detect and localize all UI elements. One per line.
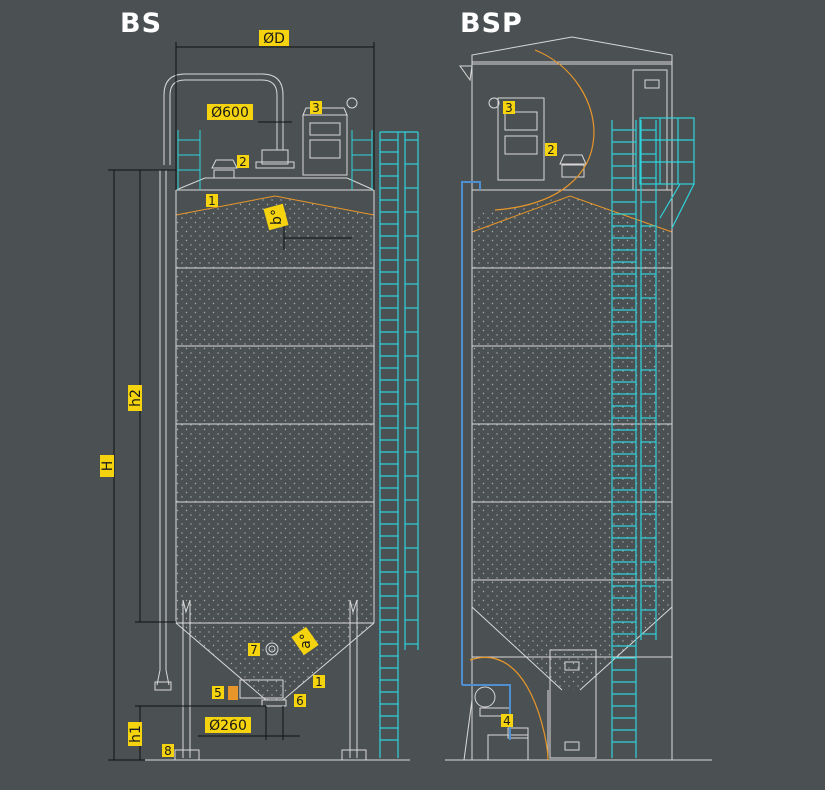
bsp-hose bbox=[469, 49, 595, 761]
detail-icons bbox=[228, 97, 500, 700]
label-cone-angle: a° bbox=[298, 633, 314, 649]
bsp-ladder-rungs bbox=[612, 129, 656, 743]
label-total-height: H bbox=[100, 461, 116, 472]
callout-bs-1: 1 bbox=[208, 194, 216, 208]
callout-bsp-3: 3 bbox=[505, 101, 513, 115]
bs-ladder-rungs bbox=[380, 139, 418, 741]
callout-bsp-2: 2 bbox=[547, 143, 555, 157]
bs-dimensions bbox=[108, 42, 375, 761]
bs-ladder bbox=[379, 131, 419, 758]
label-h1: h1 bbox=[128, 725, 144, 743]
callout-bs-5: 5 bbox=[214, 686, 222, 700]
label-h2: h2 bbox=[128, 389, 144, 407]
label-outlet: Ø260 bbox=[209, 718, 247, 734]
callout-bs-2: 2 bbox=[239, 155, 247, 169]
callout-bs-7: 7 bbox=[250, 643, 258, 657]
callout-bs-1b: 1 bbox=[315, 675, 323, 689]
level-sensor-icon bbox=[228, 686, 238, 700]
label-diameter: ØD bbox=[263, 31, 285, 47]
title-bsp: BSP bbox=[460, 8, 523, 39]
inspection-port-icon bbox=[265, 642, 279, 656]
label-roof-angle: b° bbox=[269, 209, 285, 225]
label-top-opening: Ø600 bbox=[211, 105, 249, 121]
callout-bsp-4: 4 bbox=[503, 714, 511, 728]
labels: ØD Ø600 Ø260 H h2 h1 b° a° 1 bbox=[100, 30, 557, 758]
title-bs: BS bbox=[120, 8, 163, 39]
callout-bs-8: 8 bbox=[164, 744, 172, 758]
callout-bs-6: 6 bbox=[296, 694, 304, 708]
motor-icon bbox=[346, 97, 358, 109]
callout-bs-3: 3 bbox=[312, 101, 320, 115]
bsp-silo bbox=[445, 36, 712, 761]
motor-icon-bsp bbox=[488, 97, 500, 109]
bs-silo bbox=[145, 73, 410, 761]
